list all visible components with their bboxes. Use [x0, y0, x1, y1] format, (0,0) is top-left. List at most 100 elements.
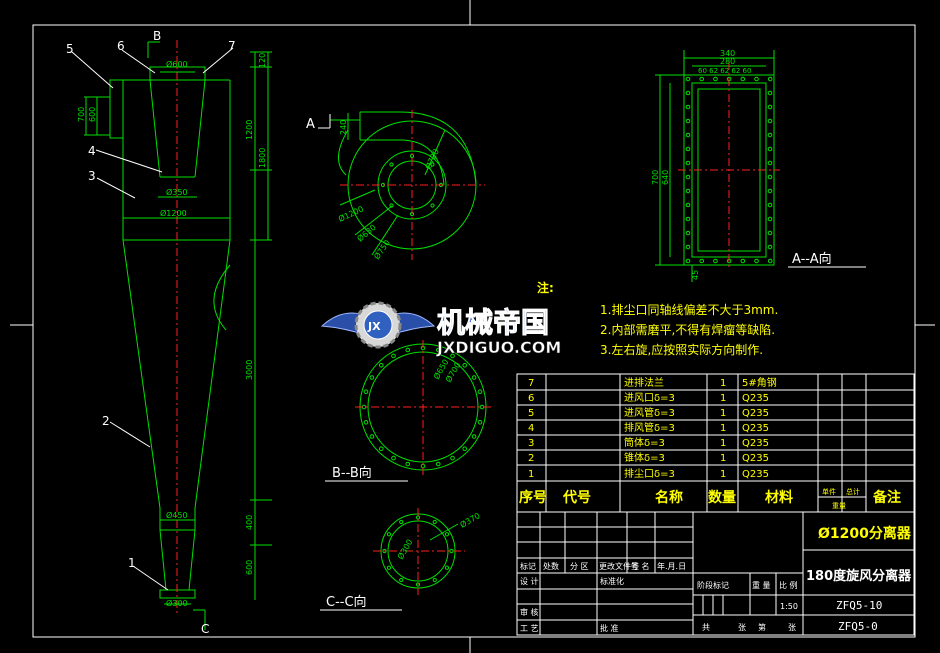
bolt-hole — [767, 258, 773, 264]
bolt-hole — [382, 548, 387, 554]
dim-d600: Ø600 — [166, 59, 188, 69]
bolt-hole — [415, 515, 421, 520]
aa-dim-segs: 60 62 62 62 60 — [698, 67, 751, 75]
dim-h3000: 3000 — [245, 360, 254, 380]
bolt-hole — [369, 434, 375, 439]
tb-label-sheet: 张 — [738, 623, 746, 632]
bolt-hole — [767, 132, 773, 138]
bom-row-5-no: 3 — [528, 438, 534, 449]
bolt-hole — [444, 532, 450, 537]
bom-header-no: 序号 — [519, 489, 547, 506]
dim-d450: Ø450 — [166, 510, 188, 520]
notes-title: 注: — [537, 280, 554, 295]
top-dim-d750: Ø750 — [371, 238, 392, 261]
dim-h1200: 1200 — [245, 120, 254, 140]
title-name-2: 180度旋风分离器 — [806, 568, 912, 584]
bolt-hole — [685, 132, 691, 138]
bolt-hole — [477, 419, 483, 425]
frame-ticks — [10, 0, 935, 653]
top-dim-w240: 240 — [339, 120, 348, 135]
bolt-hole — [399, 519, 404, 525]
bom-row-5-name: 筒体δ=3 — [624, 436, 665, 449]
top-view — [338, 111, 477, 250]
main-view-dims — [84, 41, 272, 630]
bolt-hole — [713, 258, 718, 264]
bom-header-qty: 数量 — [708, 489, 736, 506]
aa-view-centerline — [678, 62, 780, 270]
bom-header-remark: 备注 — [872, 489, 901, 506]
bolt-hole — [363, 419, 369, 425]
bolt-hole — [685, 160, 691, 166]
bolt-hole — [415, 582, 421, 587]
bolt-hole — [767, 76, 773, 82]
dim-d350: Ø350 — [166, 187, 188, 197]
balloon-4: 4 — [88, 144, 96, 158]
notes-line-1: 1.排尘口同轴线偏差不大于3mm. — [600, 302, 778, 317]
tb-label-date: 年.月.日 — [657, 561, 686, 571]
tb-label-zone: 分 区 — [570, 562, 589, 571]
bom-header-weight: 重量 — [832, 502, 846, 510]
bom-row-2-mat: Q235 — [742, 393, 769, 404]
title-name-1: Ø1200分离器 — [818, 525, 912, 542]
notes-line-2: 2.内部需磨平,不得有焊瘤等缺陷. — [600, 322, 775, 337]
bom-row-7-name: 排尘口δ=3 — [624, 467, 675, 480]
bolt-hole — [405, 461, 411, 467]
bom-row-2-qty: 1 — [720, 393, 726, 404]
bolt-hole — [740, 258, 746, 264]
bolt-hole — [767, 216, 773, 222]
aa-dim-w280: 280 — [720, 57, 735, 66]
bom-header-name: 名称 — [655, 489, 683, 506]
bom-row-1-qty: 1 — [720, 378, 726, 389]
watermark-cn: 机械帝国 — [437, 306, 549, 339]
bolt-hole — [685, 202, 691, 208]
bolt-hole — [685, 76, 691, 82]
aa-dim-w340: 340 — [720, 49, 735, 58]
dim-d300: Ø300 — [166, 598, 188, 608]
title-block-grid — [516, 511, 915, 636]
bolt-hole — [685, 146, 691, 152]
bom-row-7-mat: Q235 — [742, 469, 769, 480]
bom-row-1-no: 7 — [528, 378, 534, 389]
bolt-hole — [363, 389, 369, 395]
bom-header-single: 单件 — [822, 487, 836, 496]
bolt-hole — [449, 548, 454, 554]
dim-h400: 400 — [245, 515, 254, 530]
bom-header-code: 代号 — [562, 489, 591, 506]
bolt-hole — [391, 455, 396, 461]
tb-label-mark: 标记 — [520, 561, 536, 571]
bom-row-2-name: 进风口δ=3 — [624, 392, 675, 404]
bom-row-4-no: 4 — [528, 423, 534, 434]
watermark-badge: JX — [367, 320, 381, 333]
bolt-hole — [767, 188, 773, 194]
watermark-en: JXDIGUO.COM — [436, 338, 561, 357]
tb-label-count: 处数 — [543, 561, 559, 571]
bolt-hole — [685, 244, 691, 250]
watermark-logo — [320, 301, 436, 349]
top-view-centerline — [340, 110, 485, 260]
marker-b: B — [153, 29, 161, 43]
bolt-hole — [767, 202, 773, 208]
bom-row-2-no: 6 — [528, 393, 534, 404]
balloon-7: 7 — [228, 39, 236, 53]
top-view-dims — [330, 113, 446, 256]
bolt-hole — [444, 565, 450, 570]
section-aa-label: A--A向 — [792, 251, 832, 267]
section-cc-label: C--C向 — [326, 594, 367, 610]
tb-label-sheet2: 张 — [788, 623, 796, 632]
bom-row-6-mat: Q235 — [742, 453, 769, 464]
bolt-hole — [471, 434, 477, 439]
marker-a: A — [306, 117, 315, 132]
bom-row-4-qty: 1 — [720, 423, 726, 434]
bolt-hole — [713, 76, 718, 82]
bom-row-6-no: 2 — [528, 453, 534, 464]
bolt-hole — [450, 455, 455, 461]
top-dim-d720: Ø720 — [423, 147, 441, 171]
bolt-hole — [767, 104, 773, 110]
dim-w600: 600 — [88, 107, 97, 122]
aa-dim-h45: 45 — [691, 270, 700, 280]
bb-view-centerline — [355, 340, 492, 475]
title-code-2: ZFQ5-0 — [838, 620, 878, 633]
bom-row-3-mat: Q235 — [742, 408, 769, 419]
title-scale: 1:50 — [780, 602, 798, 611]
